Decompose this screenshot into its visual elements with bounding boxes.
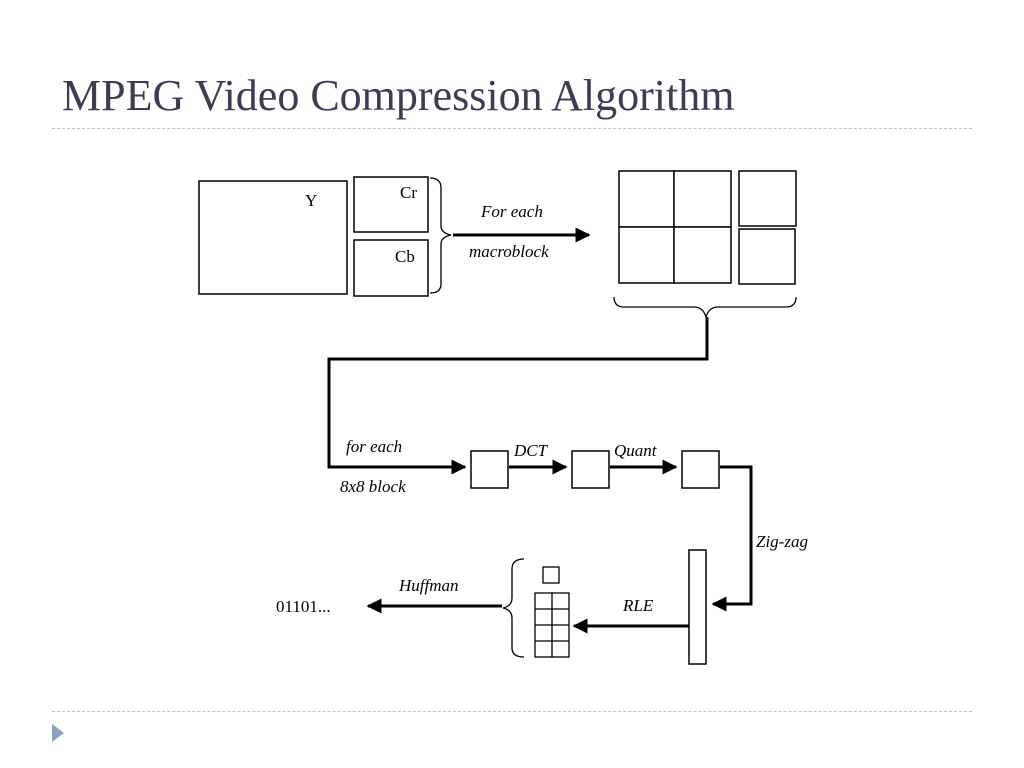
dct-label: DCT (513, 441, 549, 460)
quant-label: Quant (614, 441, 658, 460)
huffman-label: Huffman (398, 576, 459, 595)
cr-label: Cr (400, 183, 417, 202)
luma-block (618, 170, 675, 228)
play-arrow-icon (52, 724, 64, 742)
title-divider (52, 128, 972, 129)
block-connector (327, 317, 709, 475)
rle-brace (502, 558, 525, 658)
bitstream-output: 01101... (276, 597, 331, 616)
chroma-block (738, 170, 797, 227)
dct-block (571, 450, 610, 489)
luma-block (673, 170, 732, 228)
zigzag-vector (688, 549, 707, 665)
slide-title: MPEG Video Compression Algorithm (62, 71, 735, 120)
cb-label: Cb (395, 247, 415, 266)
luma-block (673, 226, 732, 284)
zigzag-arrow (711, 465, 753, 612)
for-each-8x8-label: for each (346, 437, 402, 456)
rle-label: RLE (622, 596, 654, 615)
cr-plane (353, 176, 429, 233)
for-each-label: For each (480, 202, 543, 221)
block-8x8-label: 8x8 block (340, 477, 406, 496)
macroblock-label: macroblock (469, 242, 549, 261)
quantized-block (681, 450, 720, 489)
chroma-brace (429, 177, 452, 294)
pixel-block (470, 450, 509, 489)
cb-plane (353, 239, 429, 297)
y-label: Y (305, 191, 317, 210)
y-plane (198, 180, 348, 295)
footer-divider (52, 711, 972, 712)
chroma-block (738, 228, 796, 285)
macroblock (618, 170, 797, 285)
macroblock-brace (613, 296, 797, 320)
luma-block (618, 226, 675, 284)
zigzag-label: Zig-zag (756, 532, 808, 551)
rle-symbols (534, 566, 570, 658)
rle-dc-symbol (542, 566, 560, 584)
